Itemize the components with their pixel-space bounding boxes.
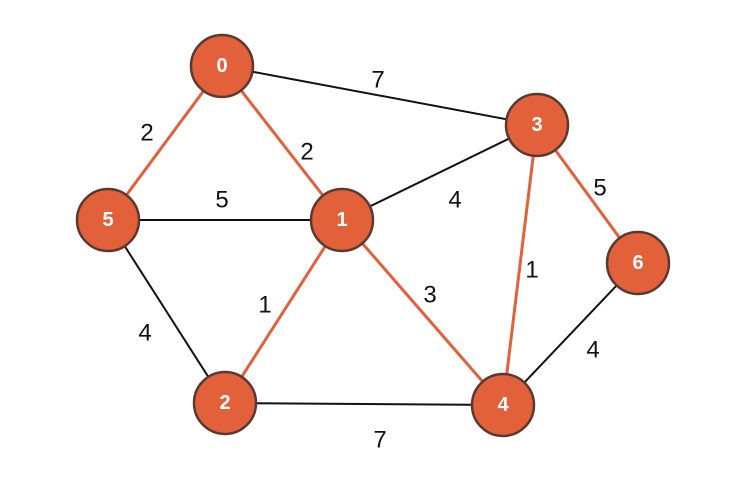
node-circle: [504, 92, 570, 158]
node-5: 5: [75, 187, 141, 253]
edge-weight-3-4: 1: [525, 257, 538, 284]
edge-weight-3-6: 5: [593, 175, 606, 202]
edge-0-1: [220, 65, 344, 221]
node-1: 1: [309, 187, 375, 253]
edge-weight-1-2: 1: [258, 292, 271, 319]
node-2: 2: [192, 370, 258, 436]
edge-weight-5-1: 5: [215, 187, 228, 214]
edge-1-4: [340, 219, 505, 406]
node-0: 0: [189, 33, 255, 99]
node-6: 6: [605, 230, 671, 296]
node-circle: [309, 187, 375, 253]
edge-1-2: [223, 219, 344, 404]
node-circle: [470, 372, 536, 438]
edge-1-3: [341, 124, 538, 221]
edge-3-4: [501, 124, 539, 406]
edge-weight-0-3: 7: [371, 67, 384, 94]
node-label: 3: [531, 114, 542, 136]
edge-weight-6-4: 7: [373, 427, 386, 454]
edge-0-3: [221, 65, 538, 126]
node-label: 1: [336, 209, 347, 231]
edge-weight-2-4: 4: [586, 337, 599, 364]
edge-weight-0-1: 2: [300, 139, 313, 166]
edge-weight-1-3: 4: [448, 187, 461, 214]
node-label: 0: [216, 55, 227, 77]
edge-weight-5-2: 4: [138, 320, 151, 347]
node-circle: [192, 370, 258, 436]
node-label: 5: [102, 209, 113, 231]
node-4: 4: [470, 372, 536, 438]
edge-weight-1-4: 3: [423, 282, 436, 309]
edge-weight-0-5: 2: [140, 120, 153, 147]
node-circle: [75, 187, 141, 253]
edge-5-2: [107, 219, 226, 404]
node-3: 3: [504, 92, 570, 158]
node-circle: [605, 230, 671, 296]
node-label: 2: [219, 392, 230, 414]
node-label: 4: [497, 394, 509, 416]
edge-6-4: [502, 262, 639, 406]
node-label: 6: [632, 252, 643, 274]
edge-2-4: [224, 402, 504, 406]
node-circle: [189, 33, 255, 99]
